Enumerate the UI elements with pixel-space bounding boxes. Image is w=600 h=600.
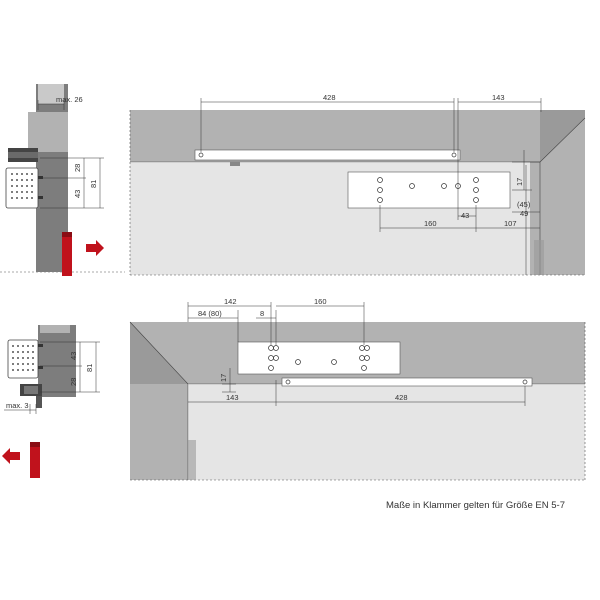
dim-side1-81: 81: [89, 180, 98, 188]
side-view-bottom: 43 28 81 max. 3: [2, 325, 100, 478]
dim-side1-28: 28: [73, 164, 82, 172]
front-view-bottom: 142 160 84 (80) 8 17 143 428: [129, 297, 586, 481]
dim-8: 8: [260, 309, 264, 318]
dim-107: 107: [504, 219, 517, 228]
dim-side2-43: 43: [69, 352, 78, 360]
dim-84-80: 84 (80): [198, 309, 222, 318]
front-view-top: 428 143 160 107 43 17 (45) 49: [129, 93, 586, 276]
dim-143-bot: 143: [226, 393, 239, 402]
dim-428-top: 428: [323, 93, 336, 102]
dim-160-top: 160: [424, 219, 437, 228]
dim-428-bot: 428: [395, 393, 408, 402]
dim-max-3: max. 3: [6, 401, 29, 410]
dim-160-bot: 160: [314, 297, 327, 306]
dim-max-26: max. 26: [56, 95, 83, 104]
dim-17-bot: 17: [219, 374, 228, 382]
dim-49: 49: [520, 209, 528, 218]
dim-17-top: 17: [515, 178, 524, 186]
dim-side2-28: 28: [69, 378, 78, 386]
dim-142: 142: [224, 297, 237, 306]
dim-43-top: 43: [461, 211, 469, 220]
dimension-note: Maße in Klammer gelten für Größe EN 5-7: [386, 500, 565, 511]
dim-side2-81: 81: [85, 364, 94, 372]
dim-143-top: 143: [492, 93, 505, 102]
dim-45: (45): [517, 200, 531, 209]
dim-side1-43: 43: [73, 190, 82, 198]
side-view-top: max. 26 28 43 81: [0, 84, 125, 276]
